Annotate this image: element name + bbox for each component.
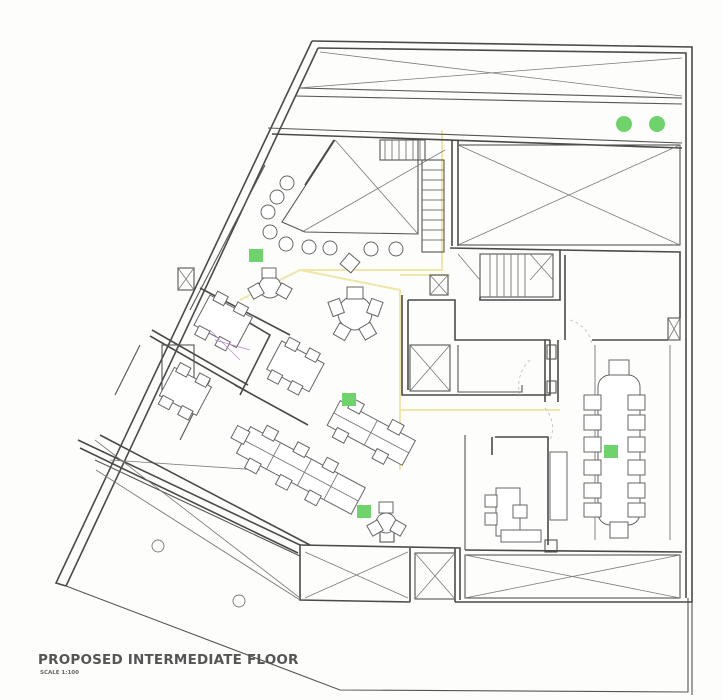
workstations-sw	[157, 361, 213, 421]
round-table-north	[247, 267, 293, 300]
workstations-west	[193, 290, 254, 352]
drawing-title: PROPOSED INTERMEDIATE FLOOR	[38, 652, 299, 668]
boardroom	[559, 249, 681, 540]
marker-square	[357, 505, 371, 518]
core-shaft	[518, 340, 559, 441]
round-table-center	[327, 286, 384, 342]
void-east	[451, 140, 681, 246]
outer-walls	[54, 40, 693, 695]
void-atrium	[281, 139, 446, 235]
void-southwest	[77, 439, 301, 608]
private-office	[464, 435, 568, 553]
void-south	[299, 527, 683, 603]
marker-circle	[649, 116, 665, 132]
workstations-row-right	[326, 397, 417, 466]
marker-square	[342, 393, 356, 406]
marker-square	[604, 445, 618, 458]
marker-square	[249, 249, 263, 262]
workstations-row-long	[230, 424, 366, 515]
workstations-mid	[266, 336, 325, 396]
annotation-lines	[209, 329, 251, 361]
boardroom-chairs	[583, 394, 646, 518]
stair-west	[379, 139, 445, 253]
round-table-south	[366, 501, 407, 537]
marker-circle	[616, 116, 632, 132]
west-partitions	[99, 164, 311, 546]
void-north	[267, 51, 683, 149]
column-marker	[151, 539, 165, 553]
bar-stools	[260, 175, 404, 274]
column-marker	[232, 594, 246, 608]
drawing-scale: SCALE 1:100	[40, 670, 79, 676]
core-stair-lift	[401, 247, 561, 396]
green-markers	[249, 116, 665, 518]
